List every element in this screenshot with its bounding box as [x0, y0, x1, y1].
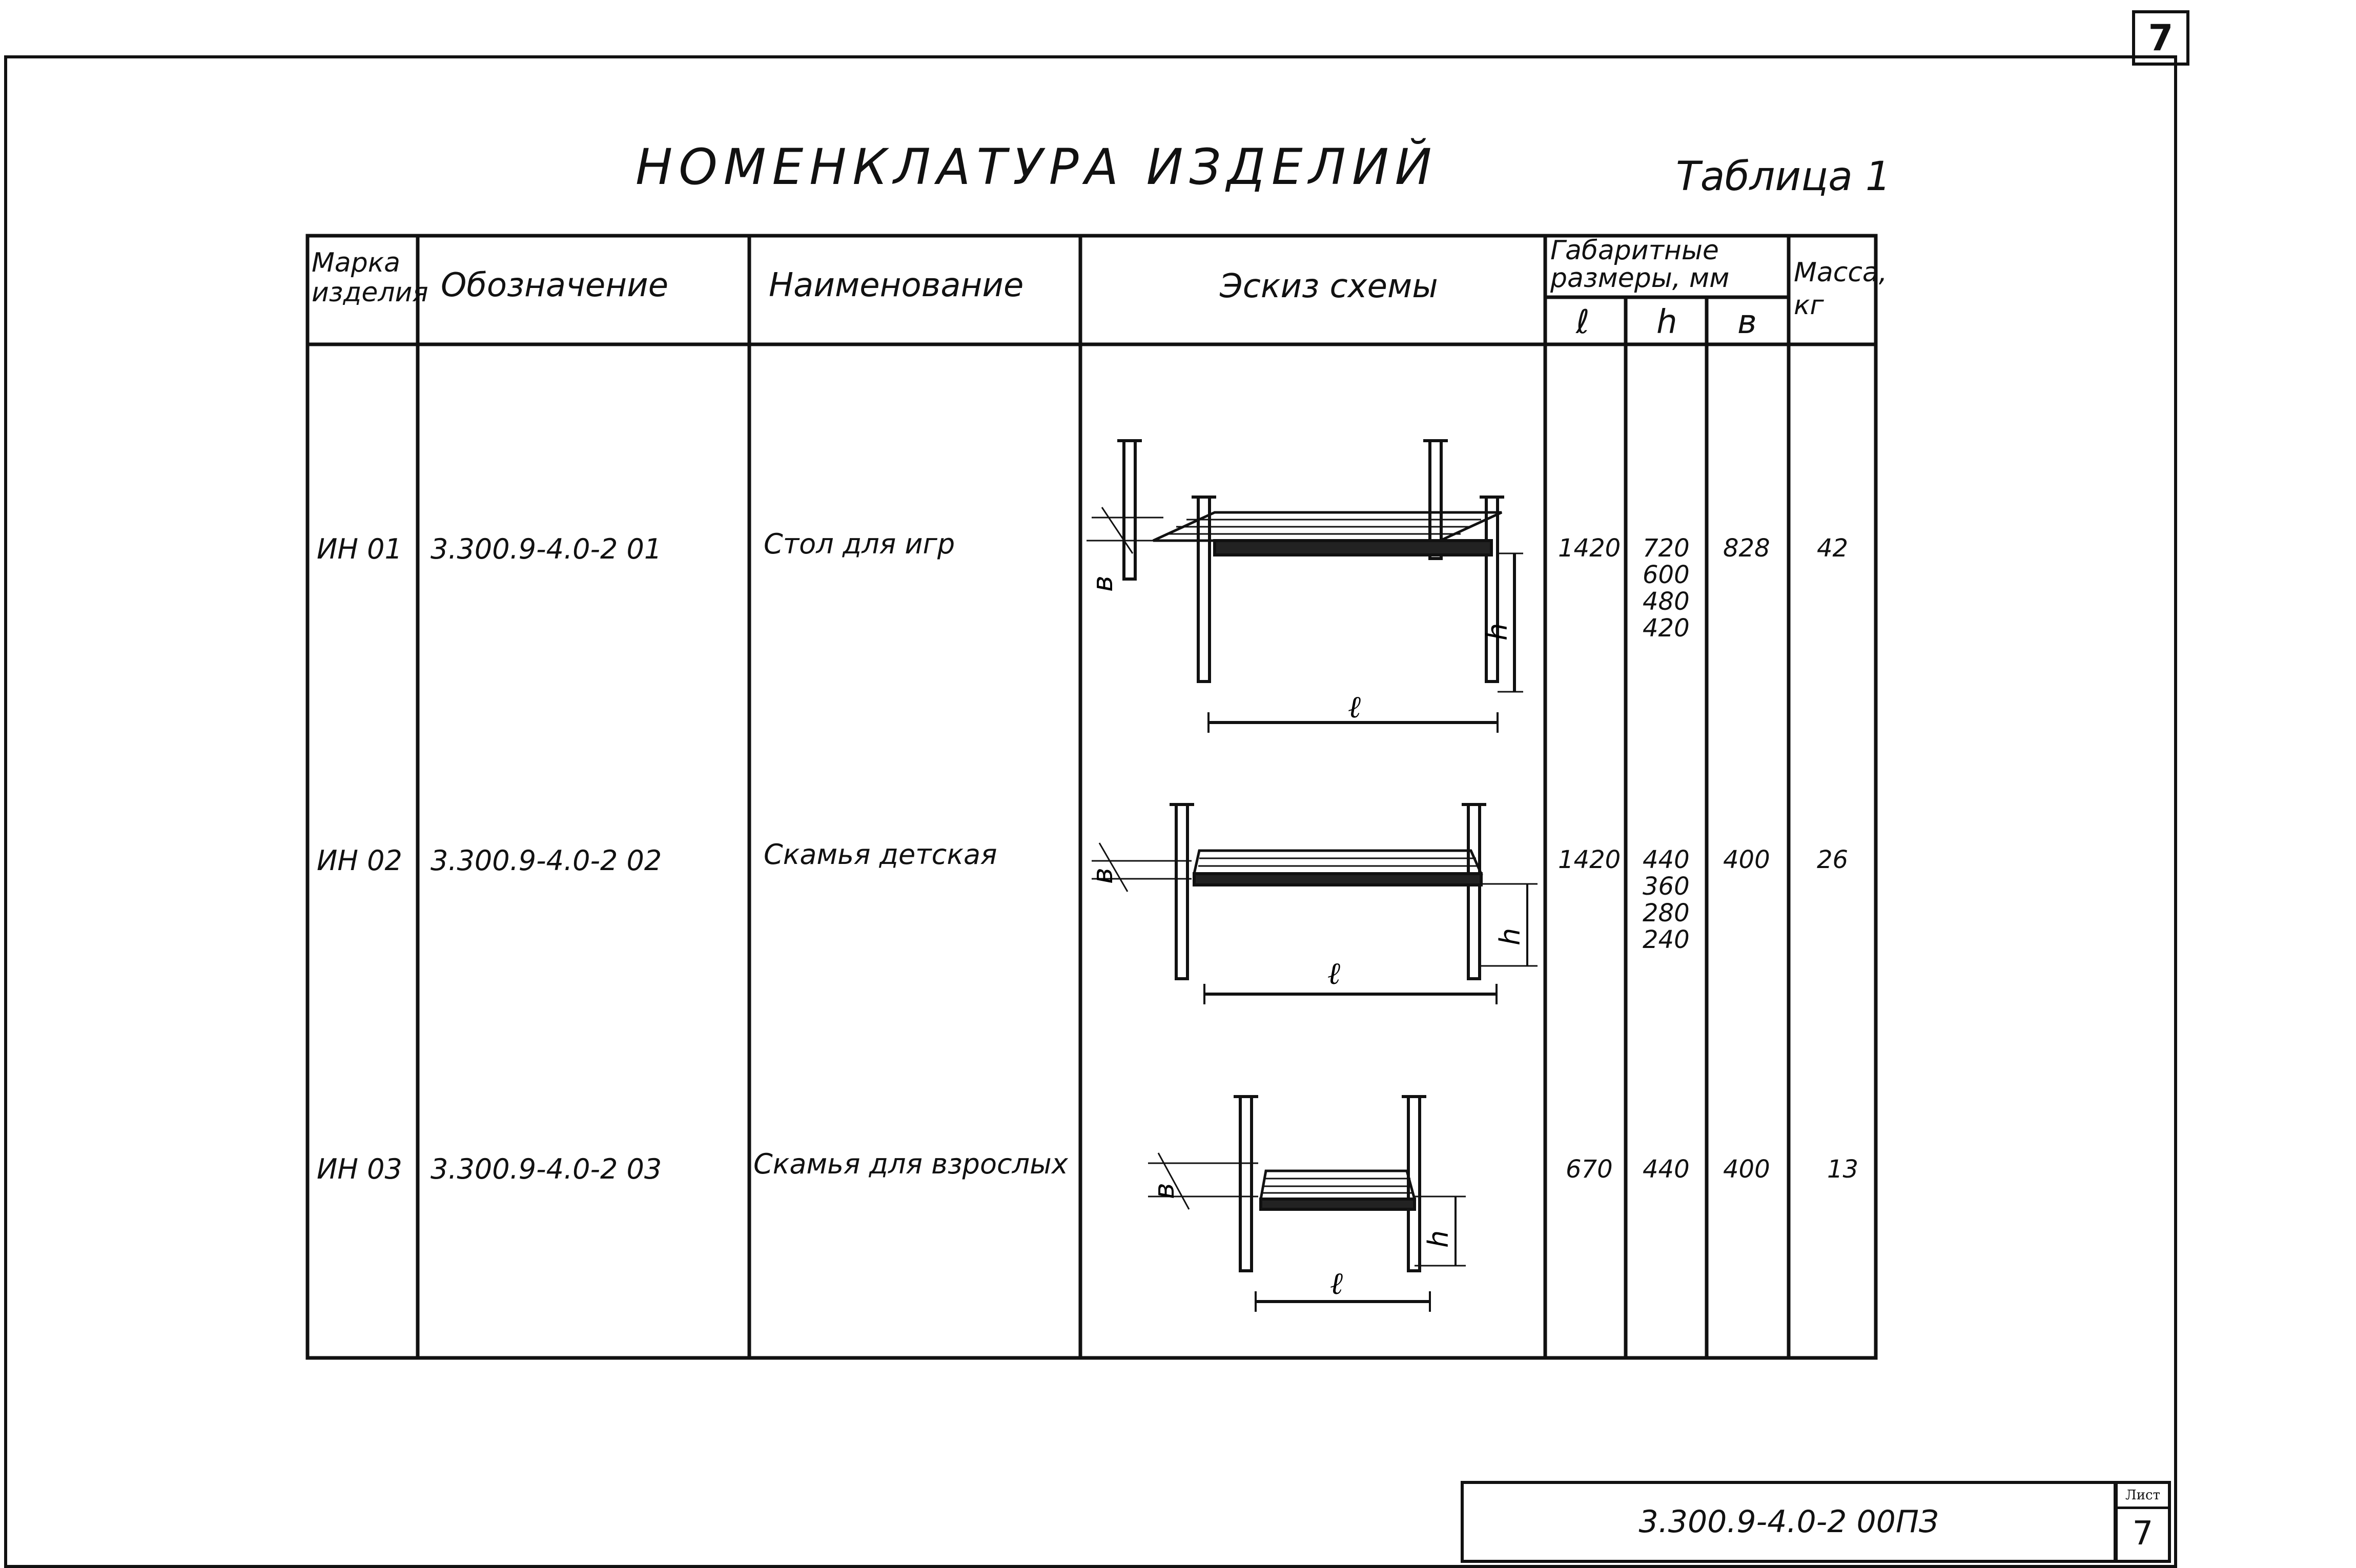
sketch-game-table: ℓ h в: [1087, 439, 1523, 733]
row2-h-2: 280: [1643, 899, 1690, 927]
row2-h-0: 440: [1643, 845, 1690, 874]
row3-name: Скамья для взрослых: [753, 1148, 1068, 1180]
row2-mark: ИН 02: [317, 844, 402, 877]
row1-name: Стол для игр: [764, 528, 955, 560]
row2-designation: 3.300.9-4.0-2 02: [431, 844, 662, 877]
header-mass: Масса, кг: [1794, 257, 1888, 321]
row3-designation: 3.300.9-4.0-2 03: [431, 1153, 662, 1185]
row1-h-1: 600: [1643, 561, 1690, 589]
row2-h-1: 360: [1643, 872, 1690, 901]
sketch3-b-label: в: [1148, 1183, 1180, 1199]
sketch2-l-label: ℓ: [1327, 956, 1340, 992]
sketch2-b-label: в: [1087, 868, 1119, 884]
header-dims-group: Габаритные размеры, мм: [1550, 235, 1730, 294]
row1-h-0: 720: [1643, 534, 1690, 563]
sketch1-h-label: h: [1481, 623, 1513, 641]
sketch1-l-label: ℓ: [1348, 689, 1361, 725]
row1-h-3: 420: [1643, 614, 1690, 643]
row2-name: Скамья детская: [764, 838, 997, 871]
sketch-children-bench: ℓ h в: [1087, 803, 1538, 1004]
row1-mark: ИН 01: [317, 533, 402, 565]
row2-mass: 26: [1817, 845, 1849, 874]
sketch2-h-label: h: [1494, 928, 1526, 945]
table-label: Таблица 1: [1676, 154, 1891, 200]
row2-h-3: 240: [1643, 925, 1690, 954]
row2-l: 1420: [1558, 845, 1621, 874]
sketch-adult-bench: ℓ h в: [1148, 1095, 1466, 1312]
row3-h-0: 440: [1643, 1155, 1690, 1184]
sketch1-b-label: в: [1087, 575, 1119, 592]
header-sketch: Эскиз схемы: [1220, 267, 1438, 305]
page-title: НОМЕНКЛАТУРА ИЗДЕЛИЙ: [636, 138, 1438, 196]
header-dim-b: в: [1737, 303, 1757, 341]
header-designation: Обозначение: [441, 266, 669, 304]
row1-h-2: 480: [1643, 587, 1690, 616]
stamp-code-box: 3.300.9-4.0-2 00ПЗ: [1461, 1481, 2117, 1563]
sketch3-l-label: ℓ: [1330, 1266, 1343, 1302]
row1-b: 828: [1723, 534, 1770, 563]
header-mark: Марка изделия: [312, 247, 428, 308]
row1-designation: 3.300.9-4.0-2 01: [431, 533, 662, 565]
header-name: Наименование: [769, 266, 1024, 304]
stamp-sheet-box: Лист 7: [2115, 1481, 2171, 1563]
header-dim-h: h: [1656, 303, 1677, 341]
row1-l: 1420: [1558, 534, 1621, 563]
row3-b: 400: [1723, 1155, 1770, 1184]
header-dim-l: ℓ: [1576, 303, 1590, 341]
row3-mark: ИН 03: [317, 1153, 402, 1185]
sketch3-h-label: h: [1422, 1230, 1454, 1248]
row3-mass: 13: [1827, 1155, 1859, 1184]
row2-b: 400: [1723, 845, 1770, 874]
row1-mass: 42: [1817, 534, 1849, 563]
top-page-number: 7: [2132, 10, 2189, 66]
stamp-code: 3.300.9-4.0-2 00ПЗ: [1638, 1504, 1939, 1540]
stamp-sheet-label: Лист: [2118, 1484, 2168, 1509]
row3-l: 670: [1566, 1155, 1613, 1184]
stamp-sheet-number: 7: [2132, 1515, 2154, 1553]
